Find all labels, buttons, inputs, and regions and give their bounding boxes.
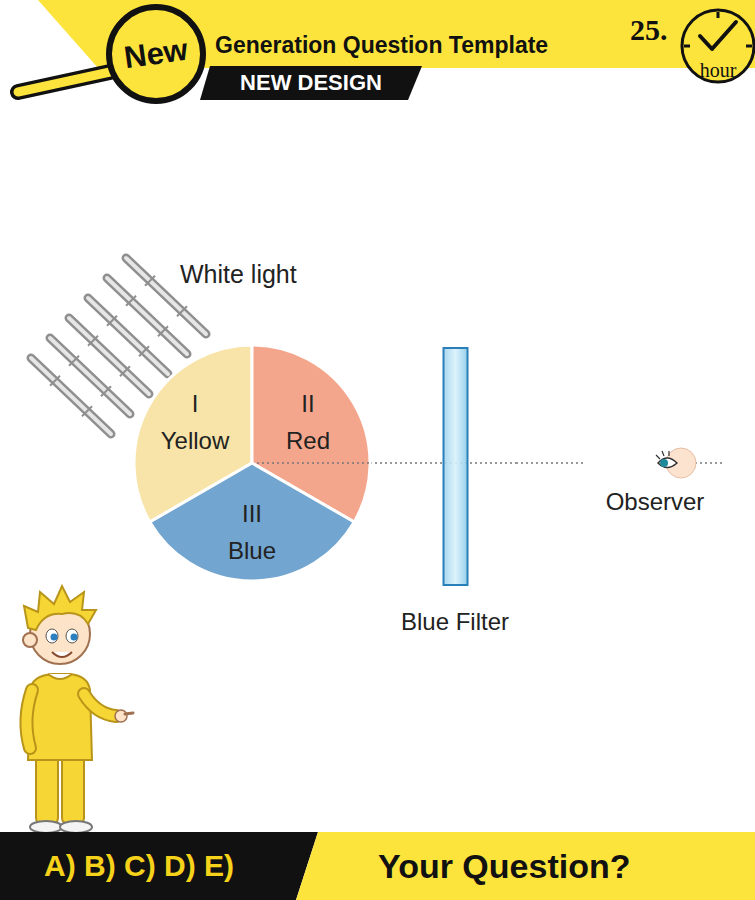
blue-filter-shape-layer <box>395 345 516 645</box>
node-text: Yellow <box>161 427 230 455</box>
filter-plate <box>444 348 468 585</box>
clock-tick <box>746 45 752 48</box>
blue-filter: Blue Filter <box>395 345 516 645</box>
light-ray <box>107 278 187 354</box>
eye-iris <box>660 459 668 467</box>
magnifier-handle <box>18 72 110 92</box>
question-bar-shape <box>296 832 755 900</box>
clock-badge: 25. hour <box>626 2 754 94</box>
sight-line-connector <box>516 462 586 464</box>
sight-line <box>252 462 370 464</box>
light-ray <box>50 338 130 414</box>
node-text: Observer <box>606 488 705 516</box>
answer-bar-shape <box>0 832 318 900</box>
answer-bar: A) B) C) D) E) <box>0 832 330 900</box>
node-text: hour <box>700 59 737 82</box>
ray-band <box>69 356 79 366</box>
ray-band <box>120 366 130 376</box>
node-text: Blue <box>228 537 276 565</box>
design-bar: NEW DESIGN <box>200 66 422 100</box>
ray-band <box>107 316 117 326</box>
pie-sector <box>150 463 354 581</box>
question-bar: Your Question? <box>290 832 755 900</box>
magnifier-lens <box>109 7 203 101</box>
node-text: Your Question? <box>378 847 630 886</box>
light-ray-core <box>107 278 187 354</box>
sight-line <box>695 462 725 464</box>
node-text: Generation Question Template <box>215 32 548 59</box>
node-text: Red <box>286 427 330 455</box>
node-text: A) B) C) D) E) <box>44 849 234 883</box>
light-ray-core <box>88 298 168 374</box>
clock-tick <box>717 12 720 18</box>
node-text: II <box>301 390 314 418</box>
ray-band <box>50 376 60 386</box>
ray-band <box>139 346 149 356</box>
design-bar-shape <box>200 66 422 100</box>
light-ray <box>88 298 168 374</box>
light-ray <box>31 358 111 434</box>
node-text: III <box>242 500 262 528</box>
check-mark <box>700 22 736 49</box>
light-ray <box>69 318 149 394</box>
light-ray-core <box>69 318 149 394</box>
observer: Observer <box>586 434 726 518</box>
header-band-shape <box>38 0 755 68</box>
new-badge: New <box>6 0 220 106</box>
boy-cartoon <box>23 586 133 833</box>
eye-shape <box>658 458 677 468</box>
clock-tick <box>684 45 690 48</box>
ray-band <box>82 406 92 416</box>
node-text: NEW DESIGN <box>240 70 382 96</box>
ray-band <box>158 326 168 336</box>
eye-lashes <box>656 451 669 459</box>
ray-band <box>177 306 187 316</box>
node-text: Blue Filter <box>401 608 509 636</box>
magnifier-handle <box>18 72 110 92</box>
diagram-label: White light <box>180 260 297 289</box>
node-text: I <box>192 390 199 418</box>
light-ray-core <box>50 338 130 414</box>
clock-face <box>682 10 754 82</box>
sight-line-connector <box>370 462 395 464</box>
ray-band <box>101 386 111 396</box>
ray-band <box>88 336 98 346</box>
light-ray-core <box>31 358 111 434</box>
node-text: 25. <box>630 13 668 47</box>
pie-sector-blue: III Blue <box>150 463 354 581</box>
ray-band <box>145 276 155 286</box>
ray-band <box>126 296 136 306</box>
